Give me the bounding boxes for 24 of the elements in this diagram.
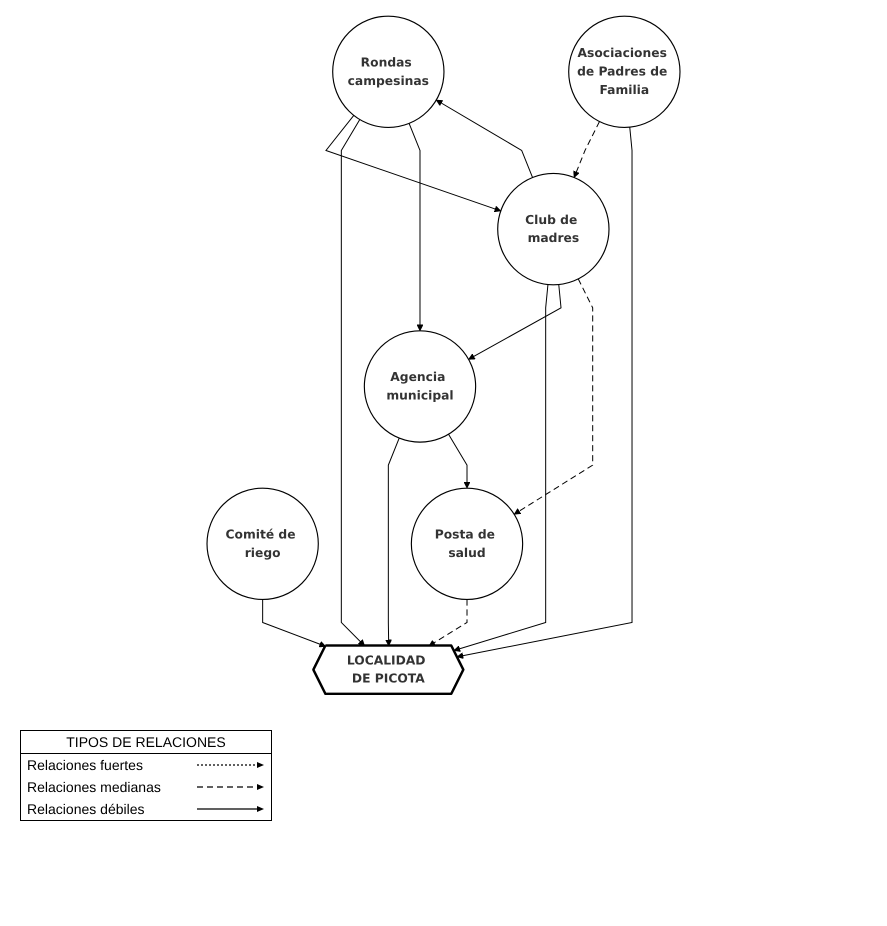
- legend-text: Relaciones medianas: [27, 779, 161, 795]
- relations-diagram: Rondas campesinas Asociaciones de Padres de Familia Agencia municipal LOCALIDAD DE PICOTA Club de madres Comité de riego Posta de salud: [10, 10, 877, 700]
- arrow: [428, 598, 468, 646]
- arrow: [340, 119, 365, 646]
- node-circle: [332, 16, 445, 128]
- arrow: [408, 122, 424, 332]
- node-circle: [364, 330, 476, 443]
- arrow: [385, 438, 400, 646]
- node-circle: [497, 172, 610, 286]
- legend-text: Relaciones débiles: [27, 801, 145, 817]
- arrow: [456, 126, 633, 659]
- arrow: [448, 434, 470, 488]
- arrow: [262, 598, 326, 648]
- legend-title: TIPOS DE RELACIONES: [21, 731, 271, 754]
- arrow: [514, 278, 594, 515]
- arrow: [325, 114, 502, 212]
- arrow: [573, 121, 600, 178]
- arrow: [454, 284, 548, 652]
- legend-text: Relaciones fuertes: [27, 757, 143, 773]
- arrow: [468, 284, 562, 360]
- arrow: [436, 100, 534, 178]
- node-circle: [206, 488, 319, 600]
- node-circle: [568, 16, 681, 128]
- node-circle: [410, 488, 524, 600]
